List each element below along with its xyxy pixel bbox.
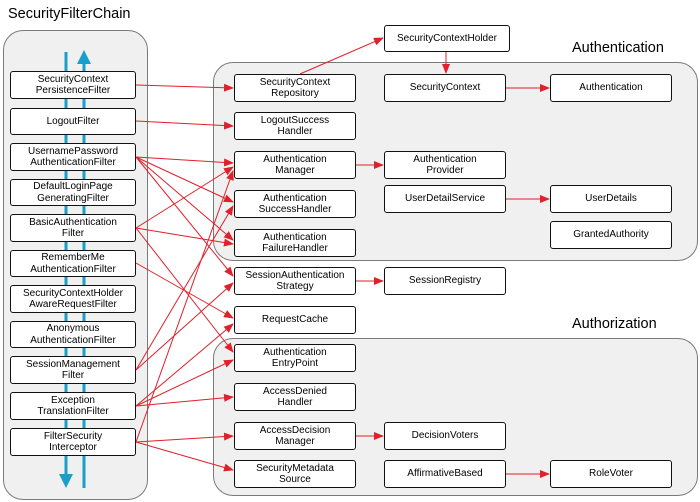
- arrow-remember-me-to-request-cache: [135, 262, 234, 319]
- filter-username-password-authentication: UsernamePassword AuthenticationFilter: [10, 143, 136, 171]
- authentication-title: Authentication: [572, 40, 664, 56]
- arrow-basic-to-failure-handler: [135, 227, 234, 247]
- arrow-interceptor-to-metadata-source: [135, 441, 234, 472]
- affirmative-based-box: AffirmativeBased: [384, 460, 506, 488]
- filter-logout: LogoutFilter: [10, 108, 136, 135]
- role-voter-box: RoleVoter: [550, 460, 672, 488]
- authentication-entry-point-box: Authentication EntryPoint: [234, 344, 356, 372]
- arrow-persistence-to-repository: [135, 83, 234, 92]
- arrow-repository-to-context-holder: [299, 37, 384, 75]
- filter-anonymous-authentication: Anonymous AuthenticationFilter: [10, 321, 136, 348]
- session-registry-box: SessionRegistry: [384, 267, 506, 295]
- access-decision-manager-box: AccessDecision Manager: [234, 422, 356, 450]
- security-metadata-source-box: SecurityMetadata Source: [234, 460, 356, 488]
- arrow-basic-to-authentication-manager: [135, 166, 234, 229]
- security-context-repository-box: SecurityContext Repository: [234, 74, 356, 102]
- request-flow-down-arrowhead: [59, 474, 73, 488]
- filter-basic-authentication: BasicAuthentication Filter: [10, 214, 136, 242]
- arrow-session-management-to-session-strategy: [135, 282, 234, 371]
- security-context-box: SecurityContext: [384, 74, 506, 102]
- arrow-username-to-failure-handler: [135, 156, 234, 241]
- session-authentication-strategy-box: SessionAuthentication Strategy: [234, 267, 356, 295]
- filter-remember-me-authentication: RememberMe AuthenticationFilter: [10, 250, 136, 277]
- arrow-exception-to-access-denied-handler: [135, 393, 234, 407]
- arrow-interceptor-to-access-decision-manager: [135, 432, 234, 443]
- arrow-exception-to-entry-point: [135, 359, 234, 407]
- authentication-object-box: Authentication: [550, 74, 672, 102]
- arrow-exception-to-request-cache: [135, 323, 234, 407]
- authentication-provider-box: Authentication Provider: [384, 151, 506, 179]
- filter-default-login-page-generating: DefaultLoginPage GeneratingFilter: [10, 179, 136, 206]
- granted-authority-box: GrantedAuthority: [550, 221, 672, 249]
- authentication-success-handler-box: Authentication SuccessHandler: [234, 190, 356, 218]
- arrow-logout-to-logout-success-handler: [135, 120, 234, 130]
- arrow-username-to-success-handler: [135, 156, 234, 203]
- arrow-username-to-session-strategy: [135, 156, 234, 277]
- logout-success-handler-box: LogoutSuccess Handler: [234, 112, 356, 140]
- filter-security-context-persistence: SecurityContext PersistenceFilter: [10, 71, 136, 99]
- authorization-title: Authorization: [572, 316, 657, 332]
- filter-security-context-holder-aware-request: SecurityContextHolder AwareRequestFilter: [10, 285, 136, 313]
- user-detail-service-box: UserDetailService: [384, 185, 506, 213]
- filter-session-management: SessionManagement Filter: [10, 356, 136, 384]
- authentication-manager-box: Authentication Manager: [234, 151, 356, 179]
- filter-chain-title: SecurityFilterChain: [8, 6, 131, 22]
- arrow-username-to-authentication-manager: [135, 156, 234, 167]
- user-details-box: UserDetails: [550, 185, 672, 213]
- response-flow-up-arrowhead: [77, 50, 91, 64]
- request-cache-box: RequestCache: [234, 306, 356, 334]
- filter-exception-translation: Exception TranslationFilter: [10, 392, 136, 420]
- decision-voters-box: DecisionVoters: [384, 422, 506, 450]
- arrow-session-management-to-success-handler: [135, 205, 234, 371]
- filter-filter-security-interceptor: FilterSecurity Interceptor: [10, 428, 136, 456]
- security-context-holder-box: SecurityContextHolder: [384, 25, 510, 52]
- arrow-interceptor-to-authentication-manager: [135, 170, 234, 443]
- access-denied-handler-box: AccessDenied Handler: [234, 383, 356, 411]
- authentication-failure-handler-box: Authentication FailureHandler: [234, 229, 356, 257]
